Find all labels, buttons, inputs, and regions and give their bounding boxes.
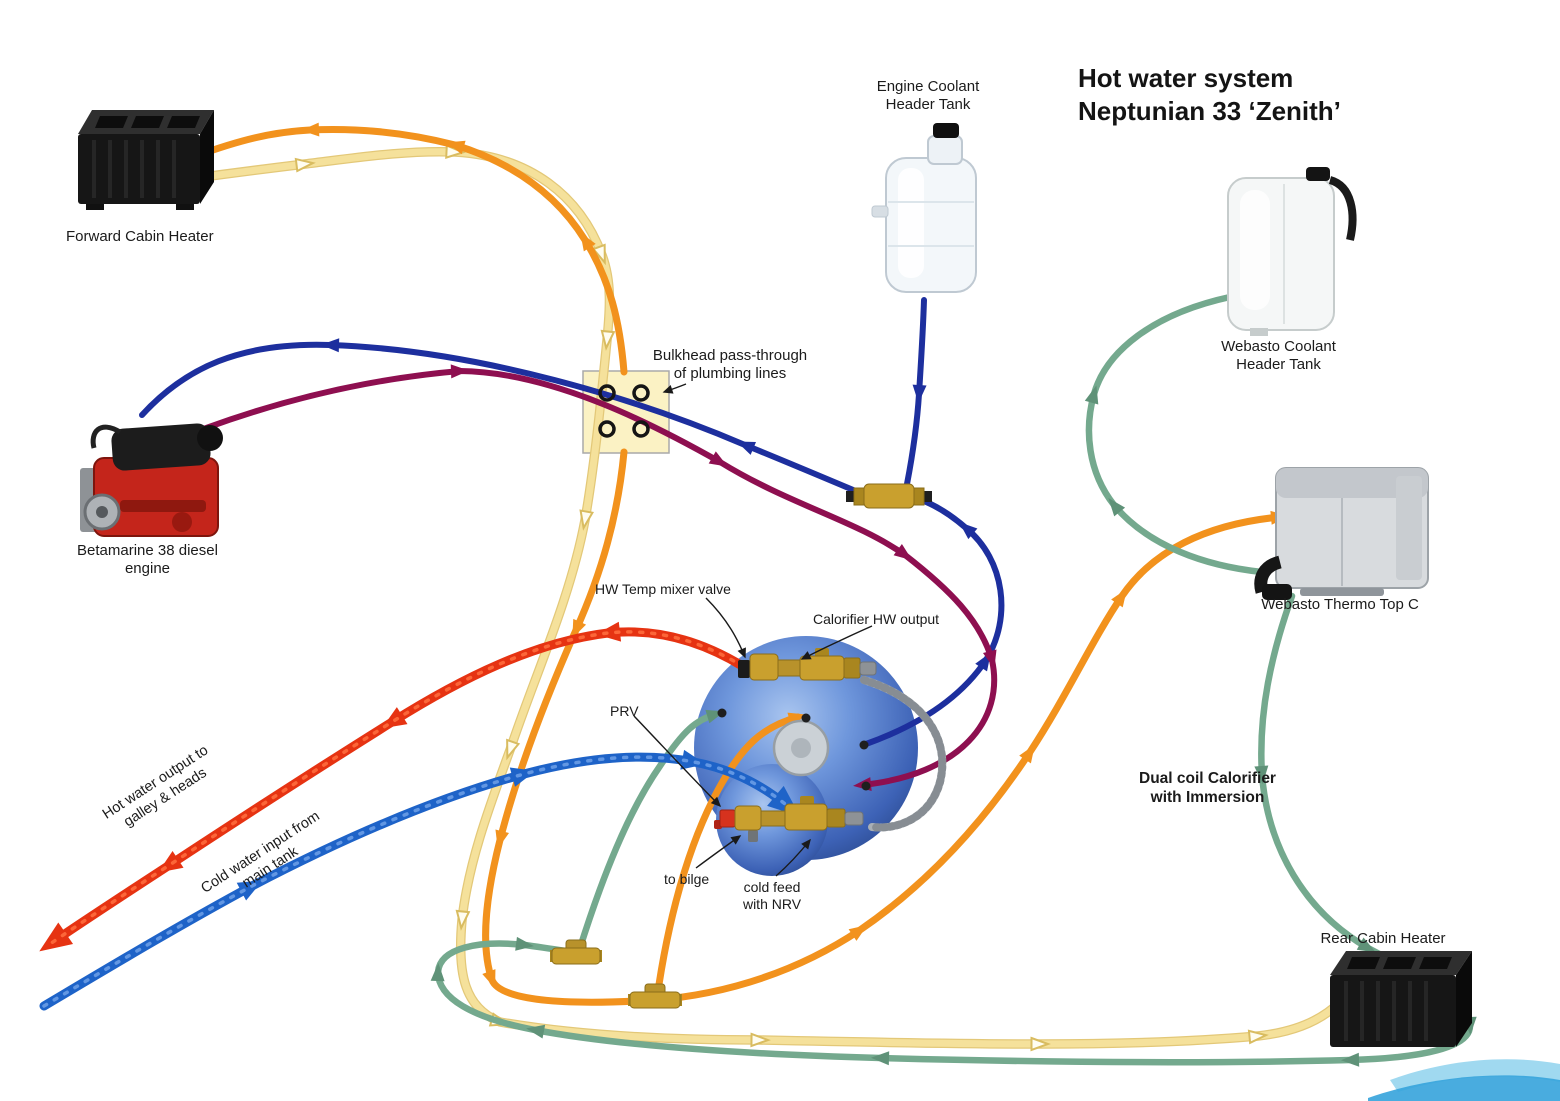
- webasto-coolant-header-tank: [1227, 167, 1357, 336]
- pipe-red-texture: [48, 630, 746, 946]
- brass-tee-right: [628, 983, 682, 1009]
- hw-mixer-label: HW Temp mixer valve: [595, 581, 731, 597]
- prv-label: PRV: [610, 703, 639, 719]
- pipe-green-main-run: [430, 592, 1477, 1067]
- calorifier-hw-output-label: Calorifier HW output: [813, 611, 940, 627]
- calorifier-immersion-boss: [772, 719, 830, 777]
- betamarine-engine: [80, 423, 223, 537]
- title-line-1: Hot water system: [1078, 63, 1294, 93]
- title-line-2: Neptunian 33 ‘Zenith’: [1078, 96, 1341, 127]
- pipe-green-ttc-to-tank: [1084, 293, 1266, 576]
- calorifier-stub-fittings: [717, 708, 871, 791]
- webasto-ttc-label: Webasto Thermo Top C: [1261, 596, 1419, 613]
- forward-heater-label: Forward Cabin Heater: [66, 228, 214, 245]
- prv-cold-feed-assembly: [714, 796, 864, 842]
- bulkhead-fittings: [598, 384, 650, 438]
- hw-mixer-valve-assembly: [738, 648, 877, 681]
- pipe-maroon-engine-supply: [152, 364, 998, 792]
- pipe-navy-tank-drop: [904, 297, 927, 487]
- cold-feed-label: cold feed with NRV: [742, 879, 802, 913]
- webasto-tank-label: Webasto Coolant Header Tank: [1221, 338, 1336, 374]
- engine-label: Betamarine 38 diesel engine: [77, 542, 218, 578]
- webasto-thermo-top-c: [1254, 467, 1429, 600]
- brass-tee-left: [550, 939, 602, 965]
- label-leaders: [633, 383, 873, 877]
- calorifier-label: Dual coil Calorifier with Immersion: [1139, 770, 1276, 806]
- page-title: Hot water system Neptunian 33 ‘Zenith’: [1078, 62, 1341, 129]
- bulkhead-label: Bulkhead pass-through of plumbing lines: [652, 347, 808, 383]
- rear-heater-label: Rear Cabin Heater: [1320, 930, 1446, 947]
- pipe-orange-to-forward-heater: [192, 122, 628, 376]
- rear-cabin-heater: [1330, 951, 1472, 1047]
- to-bilge-label: to bilge: [664, 871, 710, 887]
- engine-coolant-header-tank: [871, 123, 977, 293]
- watermark-wave: [1368, 1059, 1560, 1101]
- engine-tank-label: Engine Coolant Header Tank: [876, 78, 980, 114]
- hose-gray-corrugation: [860, 676, 947, 832]
- pipe-blue-texture: [42, 755, 792, 1008]
- engine-coolant-valve: [846, 483, 932, 509]
- forward-cabin-heater: [78, 110, 214, 210]
